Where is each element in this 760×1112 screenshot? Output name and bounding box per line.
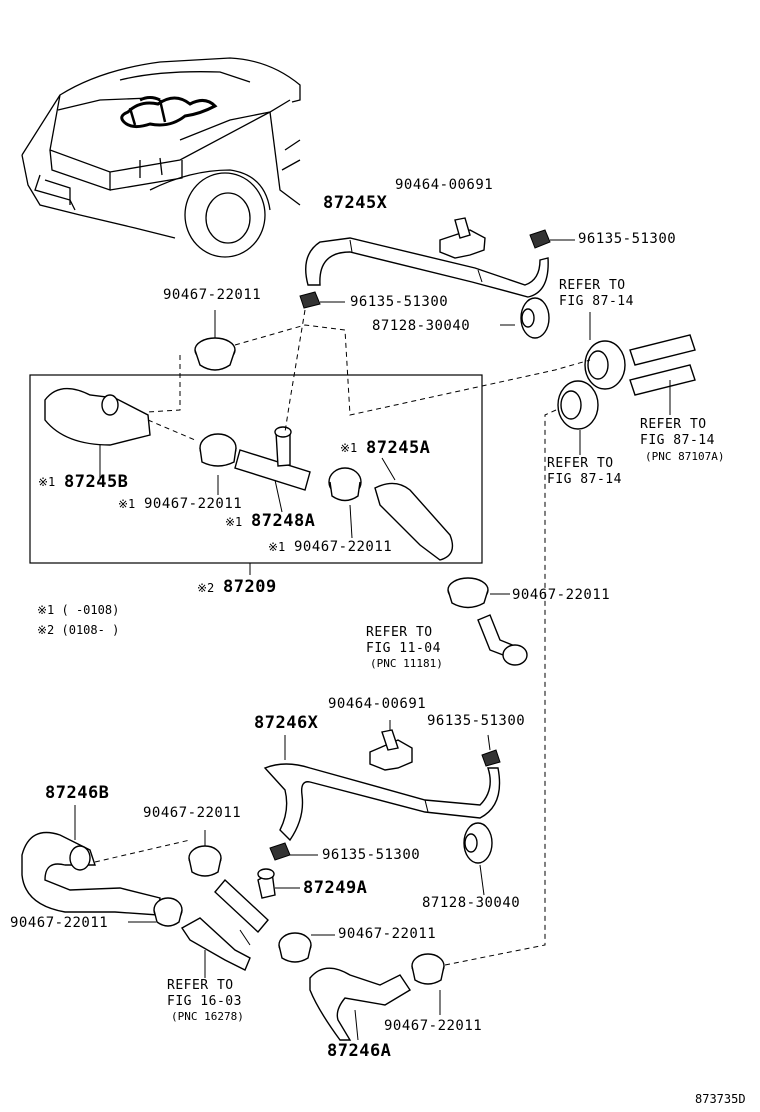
label-refer-87-14-a-line2: FIG 87-14 bbox=[559, 294, 634, 309]
label-clamp-box-b: 90467-22011 bbox=[294, 539, 393, 555]
label-refer-87-14-c-line1: REFER TO bbox=[547, 456, 614, 471]
clamp-90464-top-drawing bbox=[439, 217, 486, 259]
label-hose-87246B: 87246B bbox=[45, 783, 110, 803]
hose-87246B-drawing bbox=[21, 831, 161, 916]
hose-87245X-drawing bbox=[305, 237, 549, 298]
hose-87246X-drawing bbox=[263, 763, 501, 842]
clamp-90467-mid-drawing bbox=[447, 577, 489, 609]
hose-87245B-drawing bbox=[44, 387, 151, 446]
mark-87248A: ※1 bbox=[225, 515, 243, 529]
label-refer-87-14-b-line1: REFER TO bbox=[640, 417, 707, 432]
label-hose-87245A: 87245A bbox=[366, 438, 431, 458]
label-refer-87-14-c-line2: FIG 87-14 bbox=[547, 472, 622, 487]
grommet-87128-bottom-drawing bbox=[463, 822, 493, 864]
label-refer-11-04-line3: (PNC 11181) bbox=[370, 657, 443, 670]
label-refer-87-14-b-line2: FIG 87-14 bbox=[640, 433, 715, 448]
mark-87245B: ※1 bbox=[38, 475, 56, 489]
label-clip-96135-bottom-mid: 96135-51300 bbox=[322, 847, 421, 863]
label-pipe-87249A: 87249A bbox=[303, 878, 368, 898]
clamp-box-b-drawing bbox=[328, 467, 362, 502]
mark-90467-box-b: ※1 bbox=[268, 540, 286, 554]
clip-96135-bottom-mid-drawing bbox=[269, 842, 291, 861]
label-hose-87246X: 87246X bbox=[254, 713, 319, 733]
clamp-90464-bottom-drawing bbox=[369, 729, 413, 771]
clip-96135-top-right-drawing bbox=[529, 229, 551, 249]
assembly-87209-box bbox=[29, 374, 483, 564]
label-refer-11-04-line2: FIG 11-04 bbox=[366, 641, 441, 656]
refer-16-03-pipe-drawing bbox=[180, 917, 251, 971]
mark-87209: ※2 bbox=[197, 581, 215, 595]
label-grommet-87128-top: 87128-30040 bbox=[372, 318, 471, 334]
refer-87-14-parts-drawing bbox=[557, 312, 696, 455]
label-clamp-90467-bottom-right: 90467-22011 bbox=[384, 1018, 483, 1034]
label-clamp-90464-bottom: 90464-00691 bbox=[328, 696, 427, 712]
label-pipe-87248A: 87248A bbox=[251, 511, 316, 531]
refer-11-04-pipe-drawing bbox=[477, 614, 528, 666]
label-clip-96135-top-mid: 96135-51300 bbox=[350, 294, 449, 310]
label-refer-16-03-line2: FIG 16-03 bbox=[167, 994, 242, 1009]
pipe-87248A-drawing bbox=[234, 426, 311, 491]
clip-96135-top-mid-drawing bbox=[299, 291, 321, 309]
label-clamp-90467-bottom-top: 90467-22011 bbox=[143, 805, 242, 821]
clamp-90467-bottom-right-drawing bbox=[411, 953, 445, 985]
label-clip-96135-bottom-right: 96135-51300 bbox=[427, 713, 526, 729]
label-clamp-90467-bottom-left: 90467-22011 bbox=[10, 915, 109, 931]
label-refer-87-14-a-line1: REFER TO bbox=[559, 278, 626, 293]
label-refer-16-03-line1: REFER TO bbox=[167, 978, 234, 993]
car-illustration bbox=[21, 57, 301, 258]
label-refer-11-04-line1: REFER TO bbox=[366, 625, 433, 640]
label-hose-87245X: 87245X bbox=[323, 193, 388, 213]
clamp-90467-bottom-top-drawing bbox=[188, 845, 222, 877]
note-1: ※1 ( -0108) bbox=[37, 603, 120, 617]
label-clamp-90464-top: 90464-00691 bbox=[395, 177, 494, 193]
clamp-box-a-drawing bbox=[199, 433, 237, 467]
guide-line bbox=[147, 355, 181, 413]
label-clip-96135-top-right: 96135-51300 bbox=[578, 231, 677, 247]
hose-87245A-drawing bbox=[374, 482, 454, 561]
clamp-90467-bottom-center-drawing bbox=[278, 932, 312, 963]
figure-id: 873735D bbox=[695, 1092, 746, 1106]
label-refer-16-03-line3: (PNC 16278) bbox=[171, 1010, 244, 1023]
label-clamp-90467-mid: 90467-22011 bbox=[512, 587, 611, 603]
label-clamp-90467-top: 90467-22011 bbox=[163, 287, 262, 303]
label-hose-87246A: 87246A bbox=[327, 1041, 392, 1061]
label-assy-87209: 87209 bbox=[223, 577, 277, 597]
clamp-90467-top-drawing bbox=[194, 310, 236, 371]
note-2: ※2 (0108- ) bbox=[37, 623, 120, 637]
label-grommet-87128-bottom: 87128-30040 bbox=[422, 895, 521, 911]
mark-90467-box-a: ※1 bbox=[118, 497, 136, 511]
hose-87246A-drawing bbox=[309, 967, 411, 1041]
label-clamp-90467-bottom-center: 90467-22011 bbox=[338, 926, 437, 942]
mark-87245A: ※1 bbox=[340, 441, 358, 455]
label-hose-87245B: 87245B bbox=[64, 472, 129, 492]
label-clamp-box-a: 90467-22011 bbox=[144, 496, 243, 512]
clip-96135-bottom-right-drawing bbox=[481, 749, 501, 767]
pipe-87249A-drawing bbox=[214, 868, 276, 934]
grommet-87128-top-drawing bbox=[500, 297, 550, 339]
clamp-90467-bottom-left-drawing bbox=[153, 897, 183, 927]
label-refer-87-14-b-line3: (PNC 87107A) bbox=[645, 450, 725, 463]
